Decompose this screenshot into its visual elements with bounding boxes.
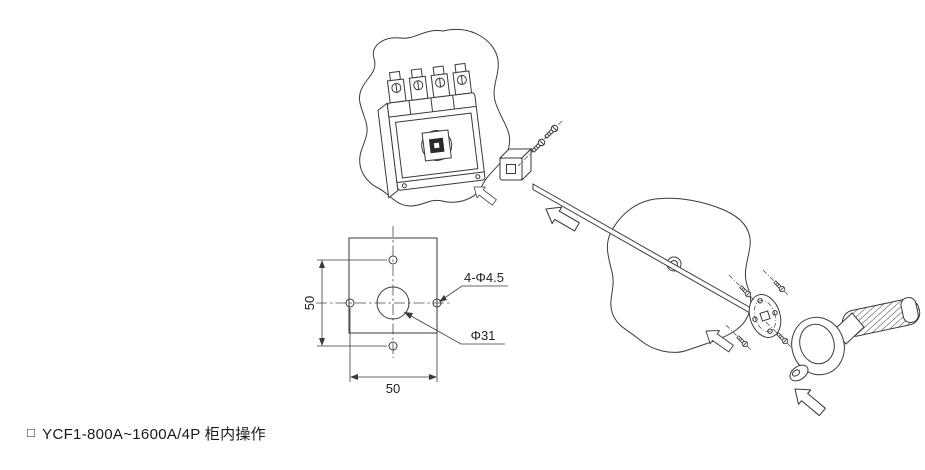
center-hole-label: Φ31	[471, 328, 496, 343]
handle-flange	[748, 294, 782, 338]
coupling-screw-icon	[543, 123, 560, 140]
leader-holes: 4-Φ4.5	[439, 270, 508, 302]
screw-centerline	[762, 269, 790, 297]
drilling-template: 50 50 4-Φ4.5 Φ31	[302, 226, 508, 396]
flange-screw-icon	[772, 279, 787, 294]
breaker-cover-plate	[395, 112, 479, 179]
dimension-horizontal-label: 50	[386, 381, 400, 396]
breaker-side-face	[377, 102, 399, 199]
handle-base	[791, 316, 845, 376]
breaker-terminals	[386, 62, 473, 104]
dimension-vertical-label: 50	[302, 296, 317, 310]
screw-centerline	[728, 274, 756, 302]
coupling-block	[498, 147, 533, 182]
breaker-shaft-boss	[421, 129, 453, 161]
screw-centerline	[765, 321, 793, 349]
section-bullet-icon: □	[27, 425, 36, 440]
assembly-arrow-icon	[469, 181, 499, 209]
extension-shaft	[532, 183, 752, 315]
coupling-square-hole	[506, 164, 516, 174]
leader-center-hole: Φ31	[403, 311, 505, 345]
handle-grip-endcap	[900, 297, 919, 324]
screw-centerline	[725, 324, 753, 352]
dimension-vertical: 50	[302, 259, 387, 347]
caption-text: YCF1-800A~1600A/4P 柜内操作	[42, 426, 266, 443]
center-hole	[376, 286, 410, 320]
flange-square-hole	[759, 310, 771, 322]
circuit-breaker	[377, 62, 486, 199]
dimension-horizontal: 50	[349, 308, 438, 396]
flange-screw-icon	[735, 334, 750, 349]
mounting-hole	[388, 255, 398, 265]
mounting-hole	[388, 341, 398, 351]
caption: □ YCF1-800A~1600A/4P 柜内操作	[27, 423, 266, 444]
flange-screw-icon	[775, 331, 790, 346]
mounting-hole	[345, 298, 355, 308]
assembly-arrow-icon	[788, 381, 829, 420]
rotary-handle	[789, 297, 921, 382]
cabinet-door-outline	[606, 197, 752, 353]
coupling-screw-icon	[530, 137, 547, 154]
flange-screw-icon	[738, 284, 753, 299]
holes-label: 4-Φ4.5	[464, 270, 504, 285]
mounting-panel-outline	[359, 28, 510, 207]
mounting-hole	[432, 298, 442, 308]
assembly-arrow-icon	[700, 323, 737, 356]
